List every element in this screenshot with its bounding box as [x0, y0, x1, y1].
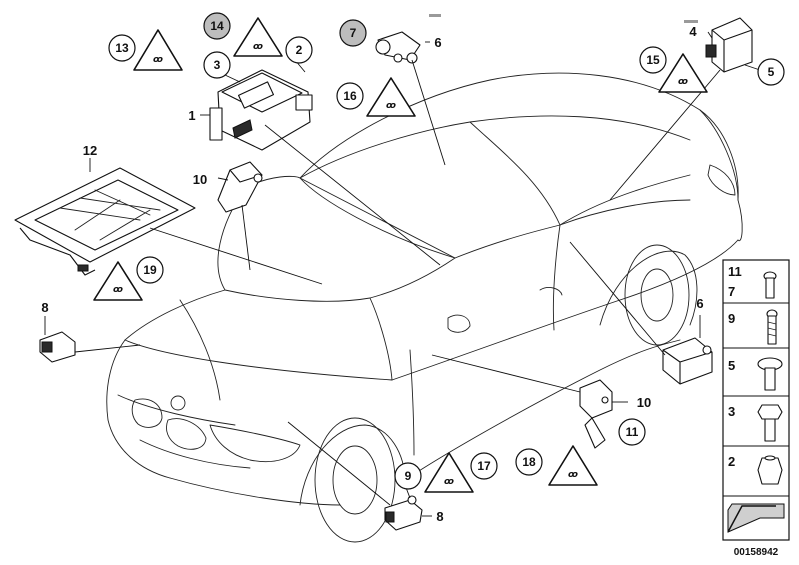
callout-6-right: 6: [696, 296, 703, 311]
callout-8-bottom: 8: [436, 509, 443, 524]
long-screw-icon: [766, 309, 778, 345]
front-impact-sensor: [39, 331, 76, 363]
callout-18: 18: [522, 455, 536, 469]
warning-triangle-icon-13: ꝏ: [133, 29, 183, 71]
satellite-sensor-top: [375, 14, 441, 64]
svg-text:ꝏ: ꝏ: [678, 76, 688, 86]
svg-text:ꝏ: ꝏ: [568, 469, 578, 479]
warning-triangle-icon-15: ꝏ: [658, 53, 708, 93]
warning-triangle-icon-14: ꝏ: [233, 17, 283, 57]
lower-impact-sensor: [384, 495, 423, 531]
svg-text:ꝏ: ꝏ: [153, 54, 163, 64]
callout-3: 3: [214, 58, 221, 72]
legend-label-2: 2: [728, 454, 735, 469]
callout-16: 16: [343, 89, 357, 103]
hex-bolt-icon: [757, 404, 783, 442]
legend-label-3: 3: [728, 404, 735, 419]
legend-label-9: 9: [728, 311, 735, 326]
nut-icon: [757, 455, 783, 485]
warning-triangle-icon-18: ꝏ: [548, 445, 598, 486]
callout-6-top: 6: [434, 35, 441, 50]
callout-9: 9: [405, 469, 412, 483]
callout-13: 13: [115, 41, 129, 55]
car-outline: [106, 72, 743, 543]
warning-triangle-icon-16: ꝏ: [366, 77, 416, 117]
callout-14: 14: [210, 19, 224, 33]
seat-occupancy-mat: [14, 167, 196, 276]
svg-text:ꝏ: ꝏ: [113, 284, 123, 294]
callout-10-right: 10: [637, 395, 651, 410]
screw-icon: [763, 271, 777, 299]
callout-17: 17: [477, 459, 491, 473]
callout-10-left: 10: [193, 172, 207, 187]
callout-1: 1: [188, 108, 195, 123]
callout-11: 11: [626, 425, 639, 439]
svg-text:ꝏ: ꝏ: [253, 41, 263, 51]
legend-label-11: 11: [728, 264, 742, 279]
legend-label-5: 5: [728, 358, 735, 373]
part-number: 00158942: [734, 547, 779, 558]
control-unit-part: [209, 69, 313, 151]
svg-text:ꝏ: ꝏ: [444, 476, 454, 486]
callout-labels: 13 14 2 3 7 16 15 5 19 17 18 11 9 1 6 4 …: [41, 12, 785, 524]
callout-5: 5: [768, 65, 775, 79]
warning-triangle-icon-17: ꝏ: [424, 452, 474, 493]
callout-12: 12: [83, 143, 97, 158]
callout-7: 7: [350, 26, 357, 40]
callout-19: 19: [143, 263, 157, 277]
callout-8-left: 8: [41, 300, 48, 315]
arrow-icon: [727, 503, 785, 533]
flange-bolt-icon: [757, 357, 783, 391]
callout-4: 4: [689, 24, 697, 39]
callout-15: 15: [646, 53, 660, 67]
legend-label-7: 7: [728, 284, 735, 299]
upfront-sensor-bracket: [579, 379, 613, 449]
b-pillar-sensor: [217, 161, 263, 213]
callout-2: 2: [296, 43, 303, 57]
satellite-sensor-rear: [684, 17, 753, 73]
warning-triangles: ꝏ ꝏ ꝏ ꝏ ꝏ ꝏ ꝏ: [93, 17, 708, 493]
hardware-legend: 11 7 9 5 3 2: [722, 259, 790, 541]
warning-triangle-icon-19: ꝏ: [93, 261, 143, 301]
door-sensor-right: [662, 337, 713, 385]
svg-text:ꝏ: ꝏ: [386, 100, 396, 110]
